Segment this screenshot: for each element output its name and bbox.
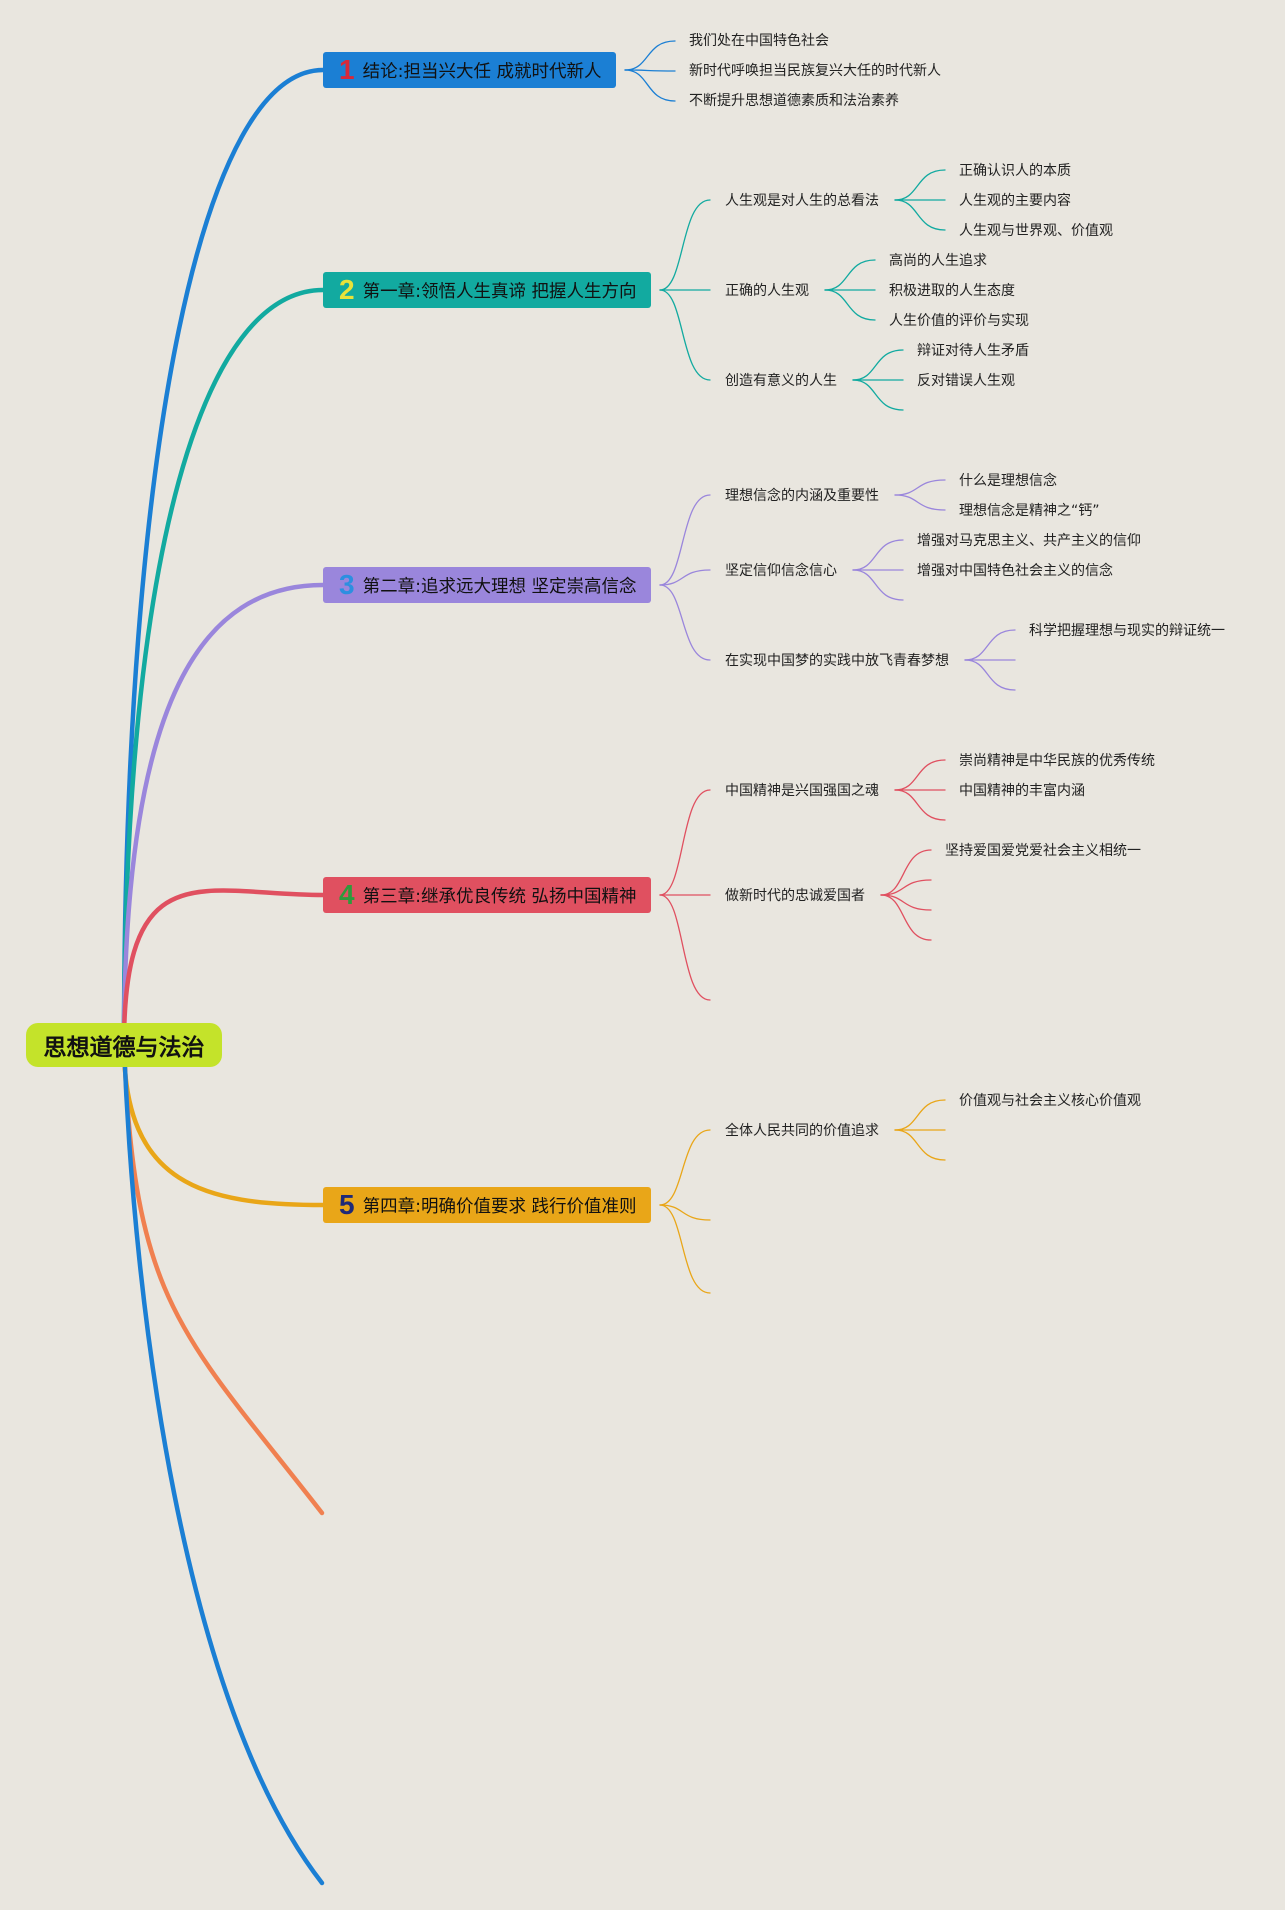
subtopic-connector xyxy=(894,479,946,496)
topic-connector xyxy=(659,789,711,896)
subtopic-node[interactable]: 人生观与世界观、价值观 xyxy=(959,223,1113,239)
chapter-number: 1 xyxy=(339,54,355,85)
topic-node[interactable]: 在实现中国梦的实践中放飞青春梦想 xyxy=(725,653,949,669)
subtopic-connector xyxy=(894,789,946,821)
subtopic-node[interactable]: 高尚的人生追求 xyxy=(889,253,987,269)
chapter-title: 第三章:继承优良传统 弘扬中国精神 xyxy=(362,886,637,907)
subtopic-node[interactable]: 坚持爱国爱党爱社会主义相统一 xyxy=(945,843,1141,859)
chapter-title: 第四章:明确价值要求 践行价值准则 xyxy=(362,1196,637,1217)
topic-connector xyxy=(659,584,711,661)
subtopic-node[interactable]: 理想信念是精神之“钙” xyxy=(959,503,1100,519)
topic-node[interactable]: 做新时代的忠诚爱国者 xyxy=(725,888,865,904)
subtopic-connector xyxy=(964,629,1016,661)
topic-connector xyxy=(624,40,676,71)
chapter-title: 第二章:追求远大理想 坚定崇高信念 xyxy=(362,576,637,597)
main-branch-empty xyxy=(121,1042,325,1516)
subtopic-connector xyxy=(964,659,1016,691)
chapter-node-1[interactable]: 1 结论:担当兴大任 成就时代新人 xyxy=(323,52,616,88)
subtopic-node[interactable]: 反对错误人生观 xyxy=(917,373,1015,389)
main-branch xyxy=(121,67,326,1048)
topic-node[interactable]: 中国精神是兴国强国之魂 xyxy=(725,783,879,799)
topic-connector xyxy=(659,199,711,291)
subtopic-node[interactable]: 价值观与社会主义核心价值观 xyxy=(959,1093,1141,1109)
main-branch xyxy=(121,1042,326,1208)
chapter-node-5[interactable]: 5 第四章:明确价值要求 践行价值准则 xyxy=(323,1187,651,1223)
topic-node[interactable]: 新时代呼唤担当民族复兴大任的时代新人 xyxy=(689,63,941,79)
subtopic-connector xyxy=(880,894,932,941)
subtopic-node[interactable]: 增强对马克思主义、共产主义的信仰 xyxy=(917,533,1141,549)
root-node[interactable]: 思想道德与法治 xyxy=(26,1023,222,1067)
topic-connector xyxy=(659,1204,711,1221)
chapter-node-2[interactable]: 2 第一章:领悟人生真谛 把握人生方向 xyxy=(323,272,651,308)
subtopic-connector xyxy=(894,759,946,791)
topic-node[interactable]: 坚定信仰信念信心 xyxy=(725,563,837,579)
chapter-node-3[interactable]: 3 第二章:追求远大理想 坚定崇高信念 xyxy=(323,567,651,603)
subtopic-node[interactable]: 人生观的主要内容 xyxy=(959,193,1071,209)
topic-node[interactable]: 创造有意义的人生 xyxy=(725,373,837,389)
subtopic-node[interactable]: 科学把握理想与现实的辩证统一 xyxy=(1029,623,1225,639)
topic-connector xyxy=(659,289,711,381)
topic-node[interactable]: 我们处在中国特色社会 xyxy=(689,33,829,49)
chapter-number: 3 xyxy=(339,569,355,600)
subtopic-connector xyxy=(824,259,876,291)
topic-connector xyxy=(624,69,676,102)
subtopic-connector xyxy=(894,199,946,231)
subtopic-connector xyxy=(824,289,876,321)
topic-node[interactable]: 正确的人生观 xyxy=(725,283,809,299)
subtopic-connector xyxy=(852,379,904,411)
subtopic-node[interactable]: 正确认识人的本质 xyxy=(959,163,1071,179)
subtopic-connector xyxy=(852,569,904,601)
topic-node[interactable]: 全体人民共同的价值追求 xyxy=(725,1123,879,1139)
subtopic-connector xyxy=(880,879,932,896)
subtopic-connector xyxy=(894,1129,946,1161)
subtopic-connector xyxy=(852,539,904,571)
topic-node[interactable]: 不断提升思想道德素质和法治素养 xyxy=(689,93,899,109)
subtopic-connector xyxy=(852,349,904,381)
chapter-number: 5 xyxy=(339,1189,355,1220)
topic-connector xyxy=(659,894,711,1001)
main-branch xyxy=(121,582,326,1048)
main-branch-empty xyxy=(121,1042,325,1886)
topic-connector xyxy=(659,494,711,586)
subtopic-connector xyxy=(894,169,946,201)
topic-connector xyxy=(659,1129,711,1206)
subtopic-node[interactable]: 增强对中国特色社会主义的信念 xyxy=(917,563,1113,579)
subtopic-node[interactable]: 辩证对待人生矛盾 xyxy=(917,343,1029,359)
topic-node[interactable]: 理想信念的内涵及重要性 xyxy=(725,488,879,504)
subtopic-node[interactable]: 崇尚精神是中华民族的优秀传统 xyxy=(959,753,1155,769)
main-branch xyxy=(121,888,326,1048)
chapter-number: 2 xyxy=(339,274,355,305)
subtopic-node[interactable]: 中国精神的丰富内涵 xyxy=(959,783,1085,799)
chapter-title: 结论:担当兴大任 成就时代新人 xyxy=(362,61,602,82)
subtopic-node[interactable]: 积极进取的人生态度 xyxy=(889,283,1015,299)
topic-node[interactable]: 人生观是对人生的总看法 xyxy=(725,193,879,209)
subtopic-connector xyxy=(894,494,946,511)
topic-connector xyxy=(659,1204,711,1294)
topic-connector xyxy=(659,569,711,586)
main-branch xyxy=(121,287,326,1048)
chapter-title: 第一章:领悟人生真谛 把握人生方向 xyxy=(362,281,637,302)
subtopic-connector xyxy=(894,1099,946,1131)
subtopic-node[interactable]: 人生价值的评价与实现 xyxy=(889,313,1029,329)
chapter-number: 4 xyxy=(339,879,355,910)
chapter-node-4[interactable]: 4 第三章:继承优良传统 弘扬中国精神 xyxy=(323,877,651,913)
subtopic-node[interactable]: 什么是理想信念 xyxy=(959,473,1057,489)
subtopic-connector xyxy=(880,849,932,896)
